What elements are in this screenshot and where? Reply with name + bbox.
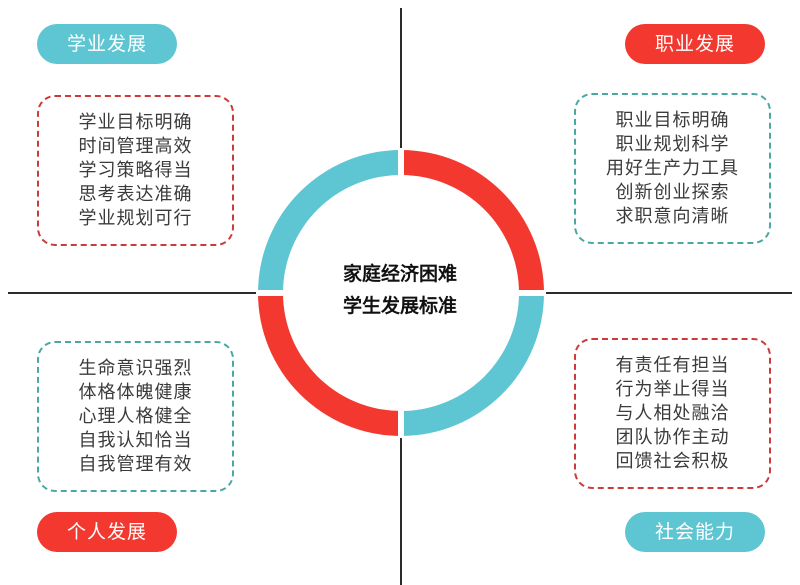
ring-segment-top-right (401, 150, 544, 293)
career-item: 职业目标明确 (615, 109, 730, 131)
ring-center-disc (284, 176, 518, 410)
ring-gap (517, 290, 546, 296)
personal-development-label: 个人发展 (37, 512, 177, 552)
ring-gap (256, 290, 285, 296)
ring-segment-bottom-left (258, 293, 401, 436)
social-item: 团队协作主动 (615, 426, 730, 448)
career-item: 创新创业探索 (615, 181, 730, 203)
personal-item: 心理人格健全 (78, 405, 193, 427)
social-ability-box: 有责任有担当 行为举止得当 与人相处融洽 团队协作主动 回馈社会积极 (574, 338, 771, 489)
personal-item: 生命意识强烈 (78, 357, 193, 379)
academic-item: 学习策略得当 (78, 159, 193, 181)
social-item: 行为举止得当 (615, 378, 730, 400)
academic-item: 思考表达准确 (78, 183, 193, 205)
ring-segment-bottom-right (401, 293, 544, 436)
social-item: 有责任有担当 (615, 354, 730, 376)
center-title-line-1: 家庭经济困难 (342, 263, 457, 285)
ring-segment-top-left (258, 150, 401, 293)
career-development-label: 职业发展 (625, 24, 765, 64)
social-item: 回馈社会积极 (615, 450, 730, 472)
personal-item: 自我认知恰当 (78, 429, 193, 451)
academic-development-label: 学业发展 (37, 24, 177, 64)
career-item: 求职意向清晰 (615, 205, 730, 227)
ring-gap (398, 148, 404, 177)
ring-gap (398, 409, 404, 438)
career-item: 用好生产力工具 (606, 157, 739, 179)
personal-item: 体格体魄健康 (78, 381, 193, 403)
social-ability-label: 社会能力 (625, 512, 765, 552)
career-item: 职业规划科学 (615, 133, 730, 155)
personal-development-box: 生命意识强烈 体格体魄健康 心理人格健全 自我认知恰当 自我管理有效 (37, 341, 234, 492)
academic-item: 学业目标明确 (78, 111, 193, 133)
center-title: 家庭经济困难 学生发展标准 (300, 258, 500, 322)
center-title-line-2: 学生发展标准 (342, 295, 457, 317)
social-item: 与人相处融洽 (615, 402, 730, 424)
academic-item: 时间管理高效 (78, 135, 193, 157)
academic-item: 学业规划可行 (78, 207, 193, 229)
personal-item: 自我管理有效 (78, 453, 193, 475)
academic-development-box: 学业目标明确 时间管理高效 学习策略得当 思考表达准确 学业规划可行 (37, 95, 234, 246)
career-development-box: 职业目标明确 职业规划科学 用好生产力工具 创新创业探索 求职意向清晰 (574, 93, 771, 244)
